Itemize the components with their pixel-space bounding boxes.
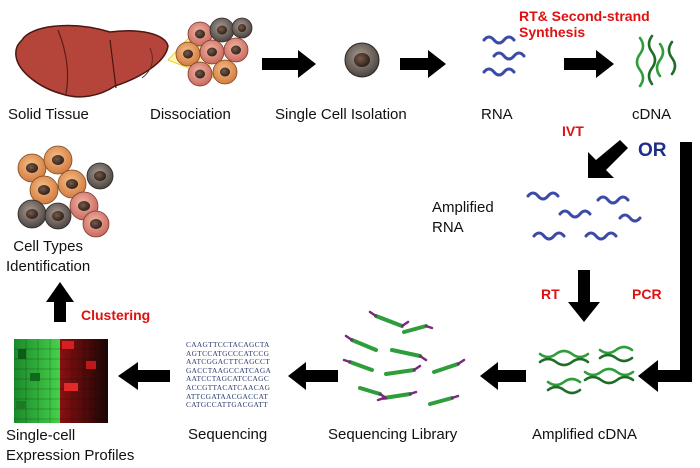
amplified-cdna-helices [538,345,635,395]
arrow-pcr [638,142,692,392]
label-sequencing: Sequencing [188,426,268,443]
label-amplified-rna: Amplified RNA [432,199,494,236]
sequence-line: ACCGTTACATCAACAG [186,382,271,392]
single-cell [344,42,380,78]
step-pcr: PCR [632,286,662,302]
expression-heatmap [14,339,108,423]
sequence-line: AATCCTAGCATCCAGC [186,374,270,384]
amplified-rna-strands [526,191,642,241]
sequence-line: GACCTAAGCCATCAGA [186,365,272,375]
arrow-ivt [588,140,628,178]
step-rt: RT [541,286,560,302]
label-cell-types-identification: Cell Types Identification [6,238,91,275]
cdna-helix [635,34,677,88]
arrow-clustering [46,282,74,322]
sequence-line: AGTCCATGCCCATCCG [186,348,270,358]
sequence-reads: CAAGTTCCTACAGCTA AGTCCATGCCCATCCG AATCGG… [186,340,282,410]
step-or: OR [638,140,667,161]
label-sequencing-library: Sequencing Library [328,426,458,443]
step-clustering: Clustering [81,307,151,323]
arrow-cdna-to-library [480,362,526,390]
arrow-rna-to-cdna [564,50,614,78]
label-amplified-cdna: Amplified cDNA [532,426,638,443]
sequence-line: CAAGTTCCTACAGCTA [186,340,270,349]
sequencing-library-fragments [342,310,466,406]
rna-strands [482,35,526,77]
label-rna: RNA [481,106,513,123]
arrow-sequencing-to-profiles [118,362,170,390]
identified-cell-types [17,145,114,238]
step-rt-second-strand: RT& Second-strand Synthesis [519,8,650,40]
label-expression-profiles: Single-cell Expression Profiles [6,427,135,464]
arrow-rt [568,270,600,322]
arrow-isolation-to-rna [400,50,446,78]
label-cdna: cDNA [632,106,672,123]
step-ivt: IVT [562,123,584,139]
dissociated-cells [175,17,253,87]
arrow-library-to-sequencing [288,362,338,390]
sequence-line: CATGCCATTGACGATT [186,400,268,410]
label-dissociation: Dissociation [150,106,231,123]
liver-illustration [15,24,169,98]
arrow-dissociation-to-isolation [262,50,316,78]
sequence-line: AATCGGACTTCAGCCT [186,357,271,367]
sequence-line: ATTCGATAACGACCAT [186,391,269,401]
flow-arrows [46,50,692,392]
label-solid-tissue: Solid Tissue [8,106,89,123]
label-single-cell-isolation: Single Cell Isolation [275,106,407,123]
